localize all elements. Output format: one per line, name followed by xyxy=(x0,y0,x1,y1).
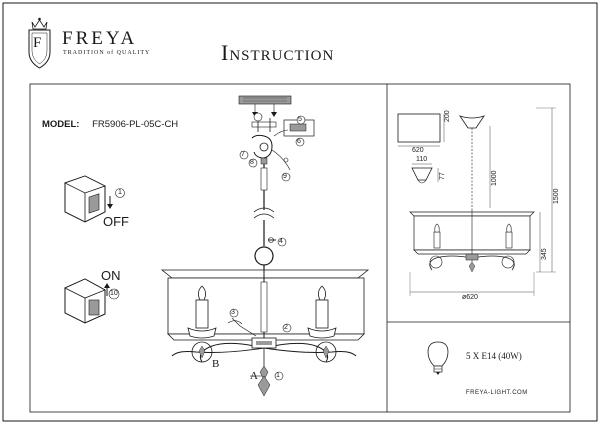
model-code: FR5906-PL-05C-CH xyxy=(92,119,179,130)
content-frame xyxy=(29,83,571,413)
part-label-a: A xyxy=(250,370,258,382)
callout-1: 1 xyxy=(276,372,280,379)
callout-7: 7 xyxy=(241,151,245,158)
candle-right xyxy=(307,285,337,339)
switch-on-step: 10 xyxy=(110,290,118,297)
page-title: Instruction xyxy=(221,40,335,65)
dim-lamp-height: 345 xyxy=(541,248,548,260)
callout-8: 8 xyxy=(250,159,254,166)
chandelier-arms xyxy=(171,337,357,397)
brand-name: FREYA xyxy=(62,28,138,49)
dim-shade-width: 620 xyxy=(412,147,424,154)
candle-left xyxy=(187,285,217,339)
callout-6: 6 xyxy=(297,138,301,145)
canopy-stem xyxy=(253,157,276,270)
website: FREYA-LIGHT.COM xyxy=(466,390,528,396)
chandelier-reference xyxy=(409,107,556,296)
crest-logo xyxy=(28,17,51,69)
switch-off-diagram xyxy=(63,175,113,223)
switch-on-label: ON xyxy=(101,268,121,283)
callout-5: 5 xyxy=(298,116,302,123)
callout-4: 4 xyxy=(279,238,283,245)
callout-2: 2 xyxy=(284,324,288,331)
dim-cup-width: 110 xyxy=(416,156,428,163)
brand-tagline: TRADITION of QUALITY xyxy=(63,50,151,56)
model-line: MODEL: FR5906-PL-05C-CH xyxy=(42,119,178,130)
monogram-letter: F xyxy=(33,35,42,51)
bulb-spec: 5 X E14 (40W) xyxy=(466,351,522,361)
callout-3: 3 xyxy=(231,309,235,316)
dim-total-height: 1500 xyxy=(553,188,560,204)
model-label: MODEL: xyxy=(42,119,80,130)
bulb-icon xyxy=(427,341,449,375)
part-label-b: B xyxy=(212,358,220,370)
cup-reference xyxy=(411,163,439,184)
callout-9: 9 xyxy=(283,173,287,180)
switch-off-step: 1 xyxy=(118,189,122,196)
dim-cup-height: 77 xyxy=(439,172,446,180)
dim-shade-height: 200 xyxy=(444,110,451,122)
dim-chain: 1000 xyxy=(491,170,498,186)
shade-reference xyxy=(397,113,445,147)
callout-circles xyxy=(108,112,306,381)
ceiling-plate xyxy=(238,95,292,117)
switch-on-diagram xyxy=(64,278,110,324)
dim-diameter: ø620 xyxy=(462,294,478,301)
switch-off-label: OFF xyxy=(103,214,129,229)
